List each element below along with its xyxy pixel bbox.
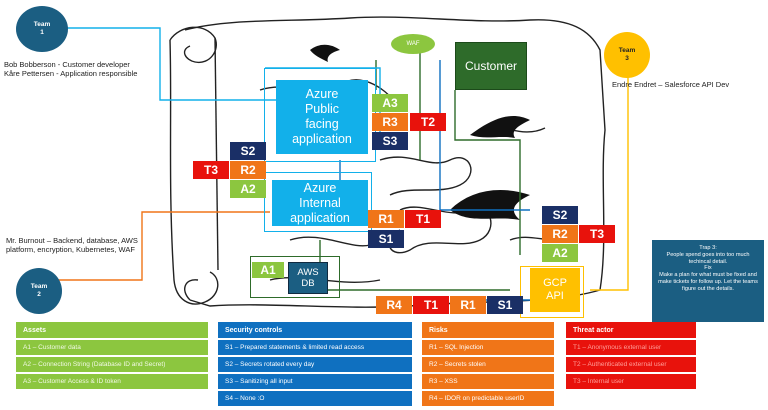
trap-line-2: Fix [704,265,712,272]
team-1-note-line-2: Kåre Pettersen - Application responsible [4,69,138,78]
tag-a3-label: A3 [382,96,398,110]
legend-security-item: S3 – Sanitizing all input [218,374,412,389]
legend-security-item: S1 – Prepared statements & limited read … [218,340,412,355]
tag-r1-mid: R1 [368,210,404,228]
tag-r4-bottom: R4 [376,296,412,314]
team-2-note-line-2: platform, encryption, Kubernetes, WAF [6,245,135,254]
team-3-label: Team 3 [618,47,636,62]
tag-r3: R3 [372,113,408,131]
legend-security-item: S2 – Secrets rotated every day [218,357,412,372]
tag-s3: S3 [372,132,408,150]
tag-t1-bottom-label: T1 [423,298,438,312]
legend-risks-header: Risks [422,322,554,338]
team-2-circle: Team 2 [16,268,62,314]
waf-node: WAF [391,34,435,54]
tag-r1-bottom-label: R1 [460,298,476,312]
team-1-label: Team 1 [33,21,51,36]
legend-assets-header: Assets [16,322,208,338]
team-1-note-line-1: Bob Bobberson - Customer developer [4,60,130,69]
tag-t2: T2 [410,113,446,131]
customer-label: Customer [464,59,517,73]
tag-a2-left: A2 [230,180,266,198]
legend-assets-item: A3 – Customer Access & ID token [16,374,208,389]
team-3-circle: Team 3 [604,32,650,78]
gcp-api-node: GCP API [530,268,580,312]
tag-s2-left-label: S2 [240,144,256,158]
tag-a1: A1 [252,262,284,278]
tag-t3-left-label: T3 [203,163,218,177]
waf-label: WAF [406,41,420,47]
legend-risks-item: R1 – SQL Injection [422,340,554,355]
tag-r2-left-label: R2 [240,163,256,177]
tag-a2-right-label: A2 [552,246,568,260]
azure-internal-label: Azure Internal application [290,180,350,225]
legend-risks-item: R4 – IDOR on predictable userID [422,391,554,406]
azure-internal-frame [264,172,372,232]
tag-a2-left-label: A2 [240,182,256,196]
customer-node: Customer [455,42,527,90]
trap-line-3: Make a plan for what must be fixed and m… [658,272,758,292]
tag-r1-bottom: R1 [450,296,486,314]
tag-r4-bottom-label: R4 [386,298,402,312]
tag-a1-label: A1 [260,263,276,277]
team-1-circle: Team 1 [16,6,68,52]
tag-r2-left: R2 [230,161,266,179]
gcp-api-label: GCP API [543,277,567,302]
legend-assets-item: A2 – Connection String (Database ID and … [16,357,208,372]
trap-note: Trap 3: People spend goes into too much … [652,240,764,322]
tag-t3-right-label: T3 [589,227,604,241]
aws-db-label: AWS DB [297,267,319,289]
tag-a2-right: A2 [542,244,578,262]
azure-public-label: Azure Public facing application [292,87,352,146]
legend-threats-item: T3 – Internal user [566,374,696,389]
legend-threats-item: T1 – Anonymous external user [566,340,696,355]
tag-s1-mid: S1 [368,230,404,248]
tag-s1-mid-label: S1 [378,232,394,246]
legend-threats-header: Threat actor [566,322,696,338]
team-3-note: Endre Endret – Salesforce API Dev [612,80,730,89]
team-2-label: Team 2 [30,283,48,298]
legend-security-item: S4 – None :O [218,391,412,406]
team-2-note: Mr. Burnout – Backend, database, AWS pla… [6,236,138,254]
legend-risks-item: R3 – XSS [422,374,554,389]
azure-public-node: Azure Public facing application [276,80,368,154]
tag-r2-right: R2 [542,225,578,243]
legend-assets-item: A1 – Customer data [16,340,208,355]
tag-t1-mid-label: T1 [415,212,430,226]
tag-t1-mid: T1 [405,210,441,228]
gcp-frame [520,266,584,318]
tag-r3-label: R3 [382,115,398,129]
trap-line-1: People spend goes into too much techinca… [666,251,750,265]
aws-frame [250,256,340,298]
tag-s2-left: S2 [230,142,266,160]
tag-t3-left: T3 [193,161,229,179]
tag-s2-right: S2 [542,206,578,224]
azure-internal-node: Azure Internal application [272,180,368,226]
tag-t2-label: T2 [420,115,435,129]
legend-security-header: Security controls [218,322,412,338]
tag-a3: A3 [372,94,408,112]
tag-r1-mid-label: R1 [378,212,394,226]
trap-title: Trap 3: [699,245,717,251]
tag-s2-right-label: S2 [552,208,568,222]
tag-r2-right-label: R2 [552,227,568,241]
tag-s1-bottom: S1 [487,296,523,314]
team-2-note-line-1: Mr. Burnout – Backend, database, AWS [6,236,138,245]
tag-s1-bottom-label: S1 [497,298,513,312]
legend-threats-item: T2 – Authenticated external user [566,357,696,372]
tag-s3-label: S3 [382,134,398,148]
team-1-note: Bob Bobberson - Customer developer Kåre … [4,60,137,78]
aws-db-node: AWS DB [288,262,328,294]
tag-t3-right: T3 [579,225,615,243]
legend-risks-item: R2 – Secrets stolen [422,357,554,372]
tag-t1-bottom: T1 [413,296,449,314]
